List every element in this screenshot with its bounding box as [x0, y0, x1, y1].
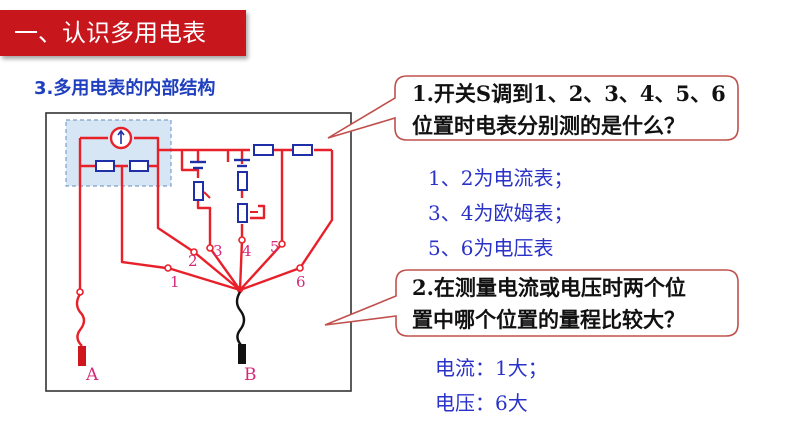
answer-2-line: 电压：6大 [435, 391, 528, 415]
section-banner: 一、认识多用电表 [0, 10, 246, 56]
question-bubble-2 [324, 269, 739, 337]
question-1: 1.开关S调到1、2、3、4、5、6 位置时电表分别测的是什么？ [412, 78, 726, 142]
question-2: 2.在测量电流或电压时两个位 置中哪个位置的量程比较大？ [412, 272, 686, 336]
answer-1-line: 3、4为欧姆表； [428, 201, 574, 225]
pin-label: 3 [213, 242, 223, 260]
pin-label: 6 [296, 273, 306, 291]
pin-label: 4 [242, 242, 252, 260]
question-2-line2: 置中哪个位置的量程比较大？ [412, 307, 685, 332]
resistor [237, 203, 248, 223]
resistor [237, 171, 248, 191]
lead-label-b: B [244, 365, 257, 385]
resistor [95, 160, 115, 172]
lead-label-a: A [85, 365, 99, 385]
pin-label: 1 [170, 273, 180, 291]
question-1-line1: 1.开关S调到1、2、3、4、5、6 [412, 81, 726, 106]
probe-b [238, 344, 246, 364]
resistor [292, 144, 313, 156]
question-bubble-1 [327, 75, 739, 141]
pin-label: 5 [270, 238, 280, 256]
resistor [129, 160, 149, 172]
resistor [253, 144, 274, 156]
question-1-line2: 位置时电表分别测的是什么？ [412, 113, 685, 138]
pin-label: 2 [188, 252, 198, 270]
answer-1-line: 5、6为电压表 [428, 236, 554, 260]
probe-a [78, 346, 86, 366]
answer-2-line: 电流：1大； [435, 356, 548, 380]
section-heading: 3.多用电表的内部结构 [34, 78, 216, 99]
question-2-line1: 2.在测量电流或电压时两个位 [412, 275, 686, 300]
resistor [193, 181, 204, 201]
answer-1-line: 1、2为电流表； [428, 166, 574, 190]
switch-hub [237, 287, 243, 293]
